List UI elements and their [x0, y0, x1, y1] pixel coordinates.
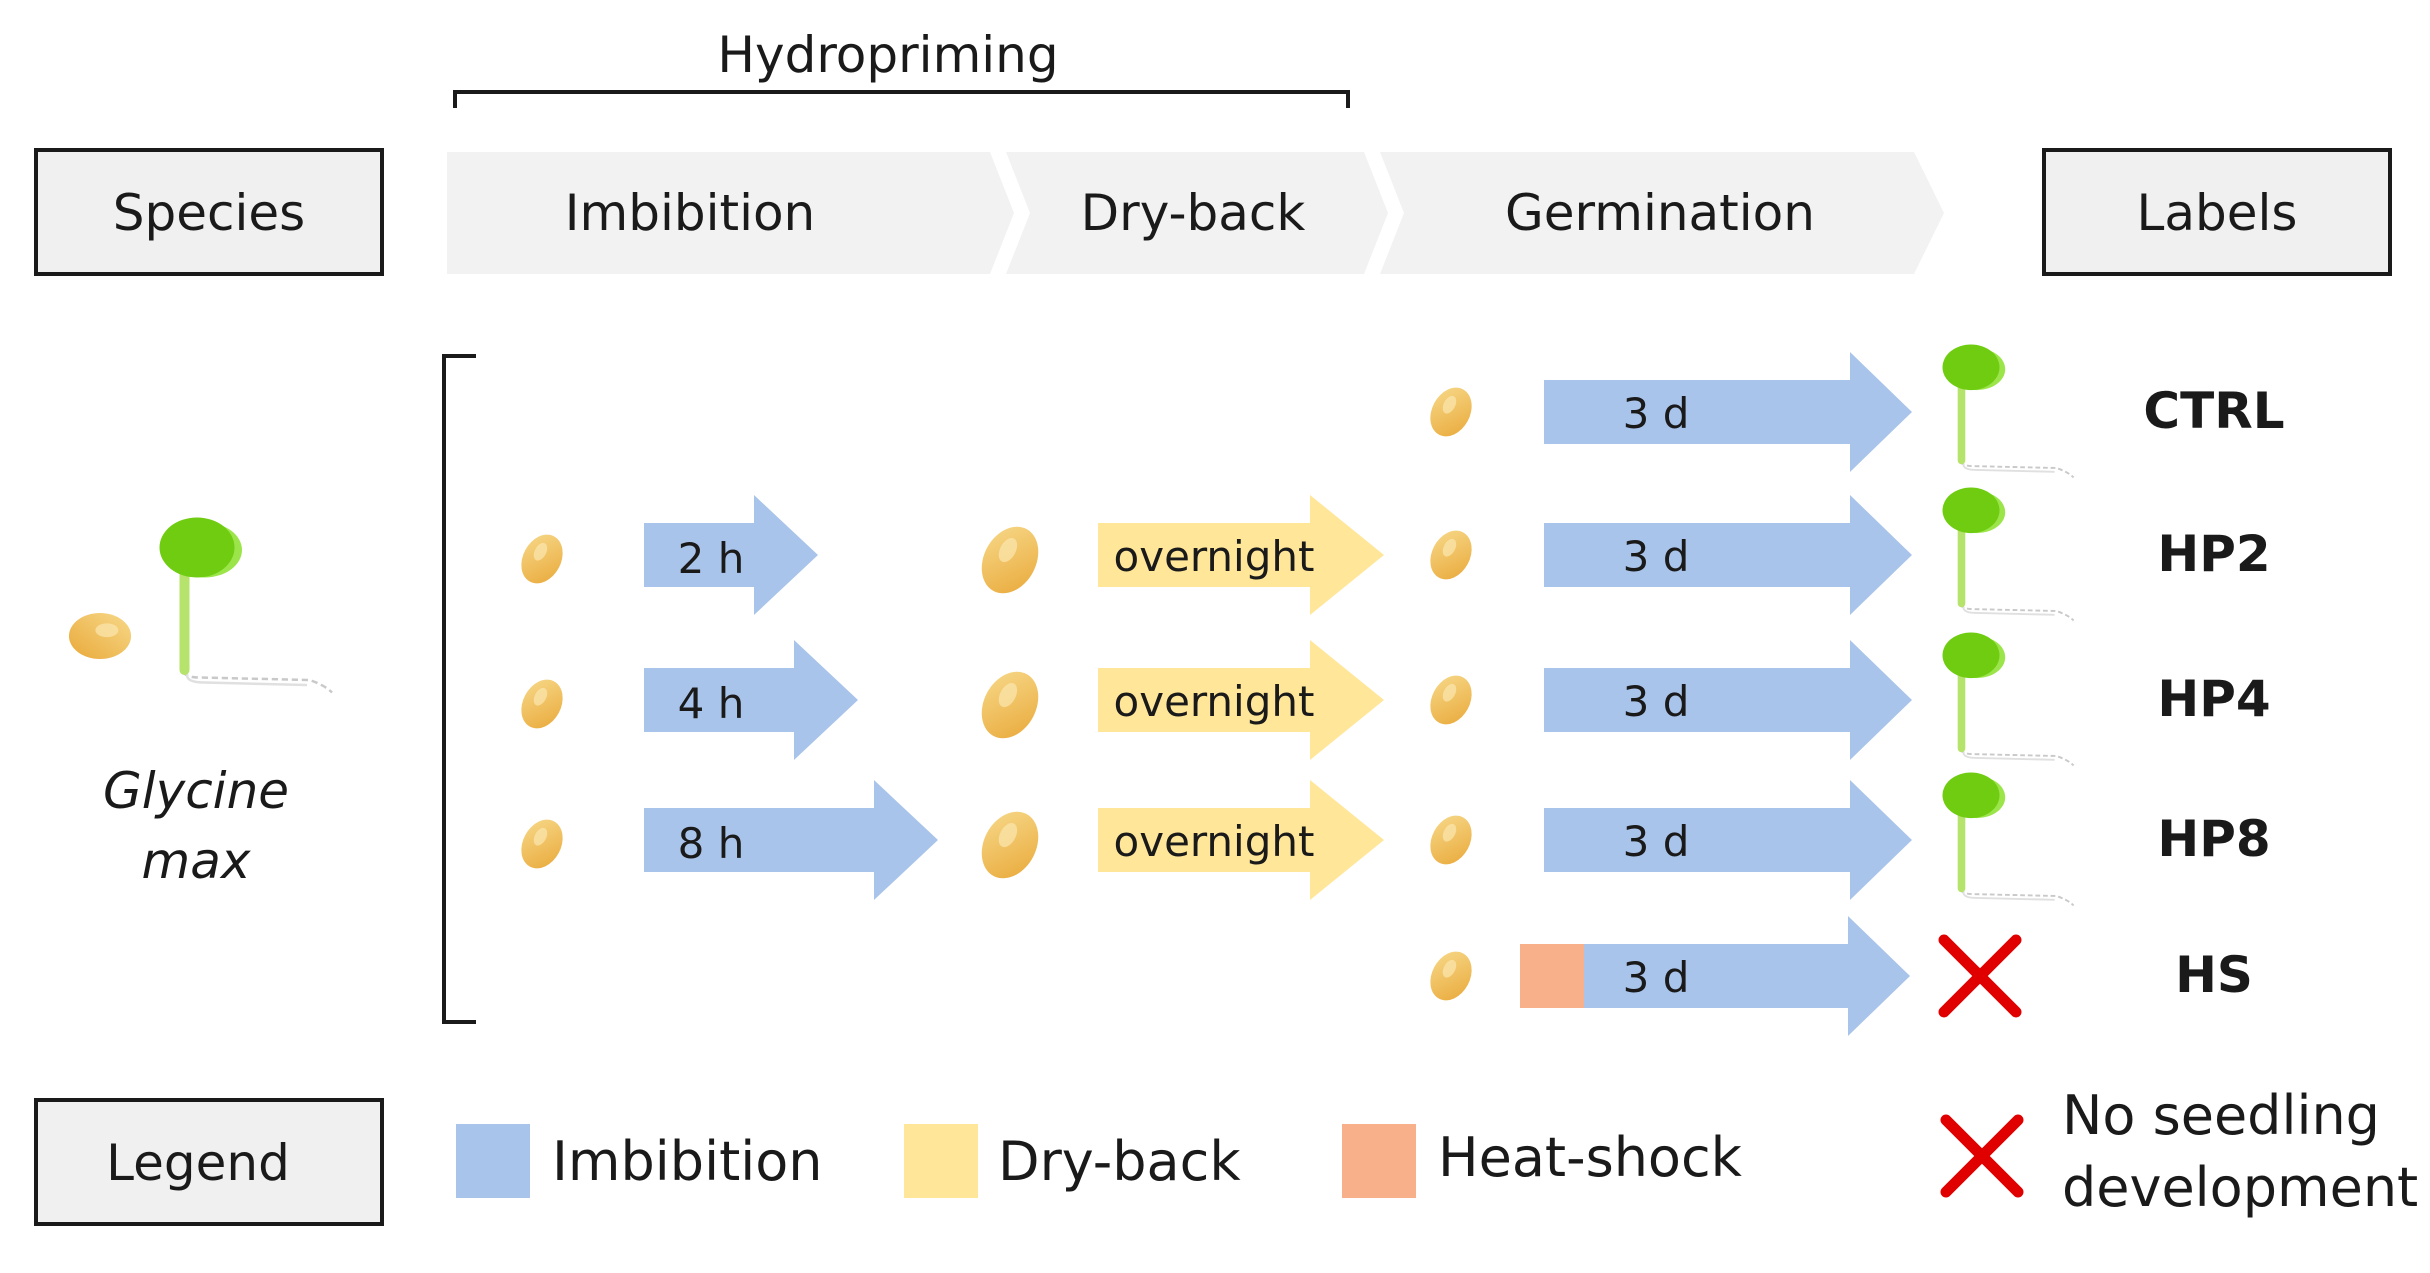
germination-duration-label: 3 d: [1623, 953, 1690, 1002]
treatment-bracket: [442, 354, 476, 1024]
germination-seed-icon: [1422, 380, 1480, 444]
imbibition-arrow: [644, 640, 858, 760]
imbibition-duration-label: 4 h: [678, 679, 745, 728]
seedling-icon: [1941, 771, 2075, 907]
stage-dryback-chevron: [1006, 152, 1388, 274]
legend-no-seedling-line1: No seedling: [2062, 1084, 2380, 1147]
species-seedling-icon: [158, 516, 334, 694]
species-seed-icon: [49, 587, 151, 685]
imbibition-arrow: [644, 780, 938, 900]
germination-duration-label: 3 d: [1623, 532, 1690, 581]
seedling-icon: [1941, 631, 2075, 767]
germination-arrow: [1584, 916, 1910, 1036]
hydropriming-bracket: [453, 90, 1350, 108]
dryback-seed-icon: [970, 801, 1050, 889]
legend-no-seedling-line2: development: [2062, 1156, 2418, 1219]
germination-seed-icon: [1422, 808, 1480, 872]
treatment-row-hp2: 2 h overnight 3 d HP2: [513, 486, 2271, 622]
stage-dryback-label: Dry-back: [1081, 184, 1306, 242]
labels-header-label: Labels: [2137, 184, 2298, 242]
dryback-seed-icon: [970, 661, 1050, 749]
imbibition-duration-label: 2 h: [678, 534, 745, 583]
legend-box: [34, 1098, 384, 1226]
legend-heatshock-label: Heat-shock: [1438, 1126, 1743, 1189]
no-seedling-cross-icon: [1944, 940, 2016, 1012]
dryback-duration-label: overnight: [1114, 532, 1315, 581]
germination-arrow: [1544, 495, 1912, 615]
dryback-arrow: [1098, 640, 1384, 760]
dryback-arrow: [1098, 780, 1384, 900]
dryback-duration-label: overnight: [1114, 817, 1315, 866]
treatment-row-hp4: 4 h overnight 3 d HP4: [513, 631, 2271, 767]
species-box: Species: [34, 148, 384, 276]
imbibition-seed-icon: [513, 672, 571, 736]
treatment-rows: 3 d CTRL 2 h overnight 3 d HP2 4 h overnight 3 d…: [513, 343, 2285, 1036]
labels-box: Labels: [2042, 148, 2392, 276]
imbibition-seed-icon: [513, 812, 571, 876]
stage-bar: Imbibition Dry-back Germination: [447, 152, 1944, 274]
treatment-label: HP8: [2157, 810, 2270, 868]
germination-seed-icon: [1422, 944, 1480, 1008]
treatment-row-ctrl: 3 d CTRL: [1422, 343, 2285, 479]
imbibition-arrow: [644, 495, 818, 615]
germination-duration-label: 3 d: [1623, 817, 1690, 866]
stage-germination-label: Germination: [1505, 184, 1815, 242]
treatment-label: HP2: [2157, 525, 2270, 583]
germination-seed-icon: [1422, 668, 1480, 732]
stage-imbibition-chevron: [447, 152, 1014, 274]
treatment-label: CTRL: [2143, 382, 2284, 440]
species-name-line1: Glycine: [103, 762, 289, 820]
legend-title: Legend: [106, 1134, 290, 1192]
germination-arrow: [1544, 352, 1912, 472]
legend-no-seedling-icon: [1946, 1120, 2018, 1192]
germination-seed-icon: [1422, 523, 1480, 587]
stage-imbibition-label: Imbibition: [565, 184, 816, 242]
seedling-icon: [1941, 343, 2075, 479]
germination-arrow: [1544, 780, 1912, 900]
dryback-duration-label: overnight: [1114, 677, 1315, 726]
germination-arrow: [1544, 640, 1912, 760]
stage-germination-chevron: [1380, 152, 1944, 274]
treatment-row-hp8: 8 h overnight 3 d HP8: [513, 771, 2271, 907]
imbibition-seed-icon: [513, 527, 571, 591]
treatment-label: HP4: [2157, 670, 2270, 728]
germination-duration-label: 3 d: [1623, 677, 1690, 726]
treatment-row-hs: 3 d HS: [1422, 916, 2253, 1036]
dryback-arrow: [1098, 495, 1384, 615]
imbibition-duration-label: 8 h: [678, 819, 745, 868]
treatment-label: HS: [2175, 946, 2253, 1004]
species-name-line2: max: [142, 832, 251, 890]
germination-duration-label: 3 d: [1623, 389, 1690, 438]
species-illustration: Glycine max: [49, 516, 334, 890]
heat-shock-block: [1520, 944, 1584, 1008]
legend-dryback-swatch: [904, 1124, 978, 1198]
seedling-icon: [1941, 486, 2075, 622]
species-label: Species: [113, 184, 305, 242]
legend-dryback-label: Dry-back: [998, 1130, 1241, 1193]
hydropriming-label: Hydropriming: [717, 26, 1058, 84]
legend-imbibition-label: Imbibition: [552, 1130, 823, 1193]
legend: Legend Imbibition Dry-back Heat-shock No…: [34, 1084, 2418, 1226]
legend-imbibition-swatch: [456, 1124, 530, 1198]
legend-heatshock-swatch: [1342, 1124, 1416, 1198]
dryback-seed-icon: [970, 516, 1050, 604]
